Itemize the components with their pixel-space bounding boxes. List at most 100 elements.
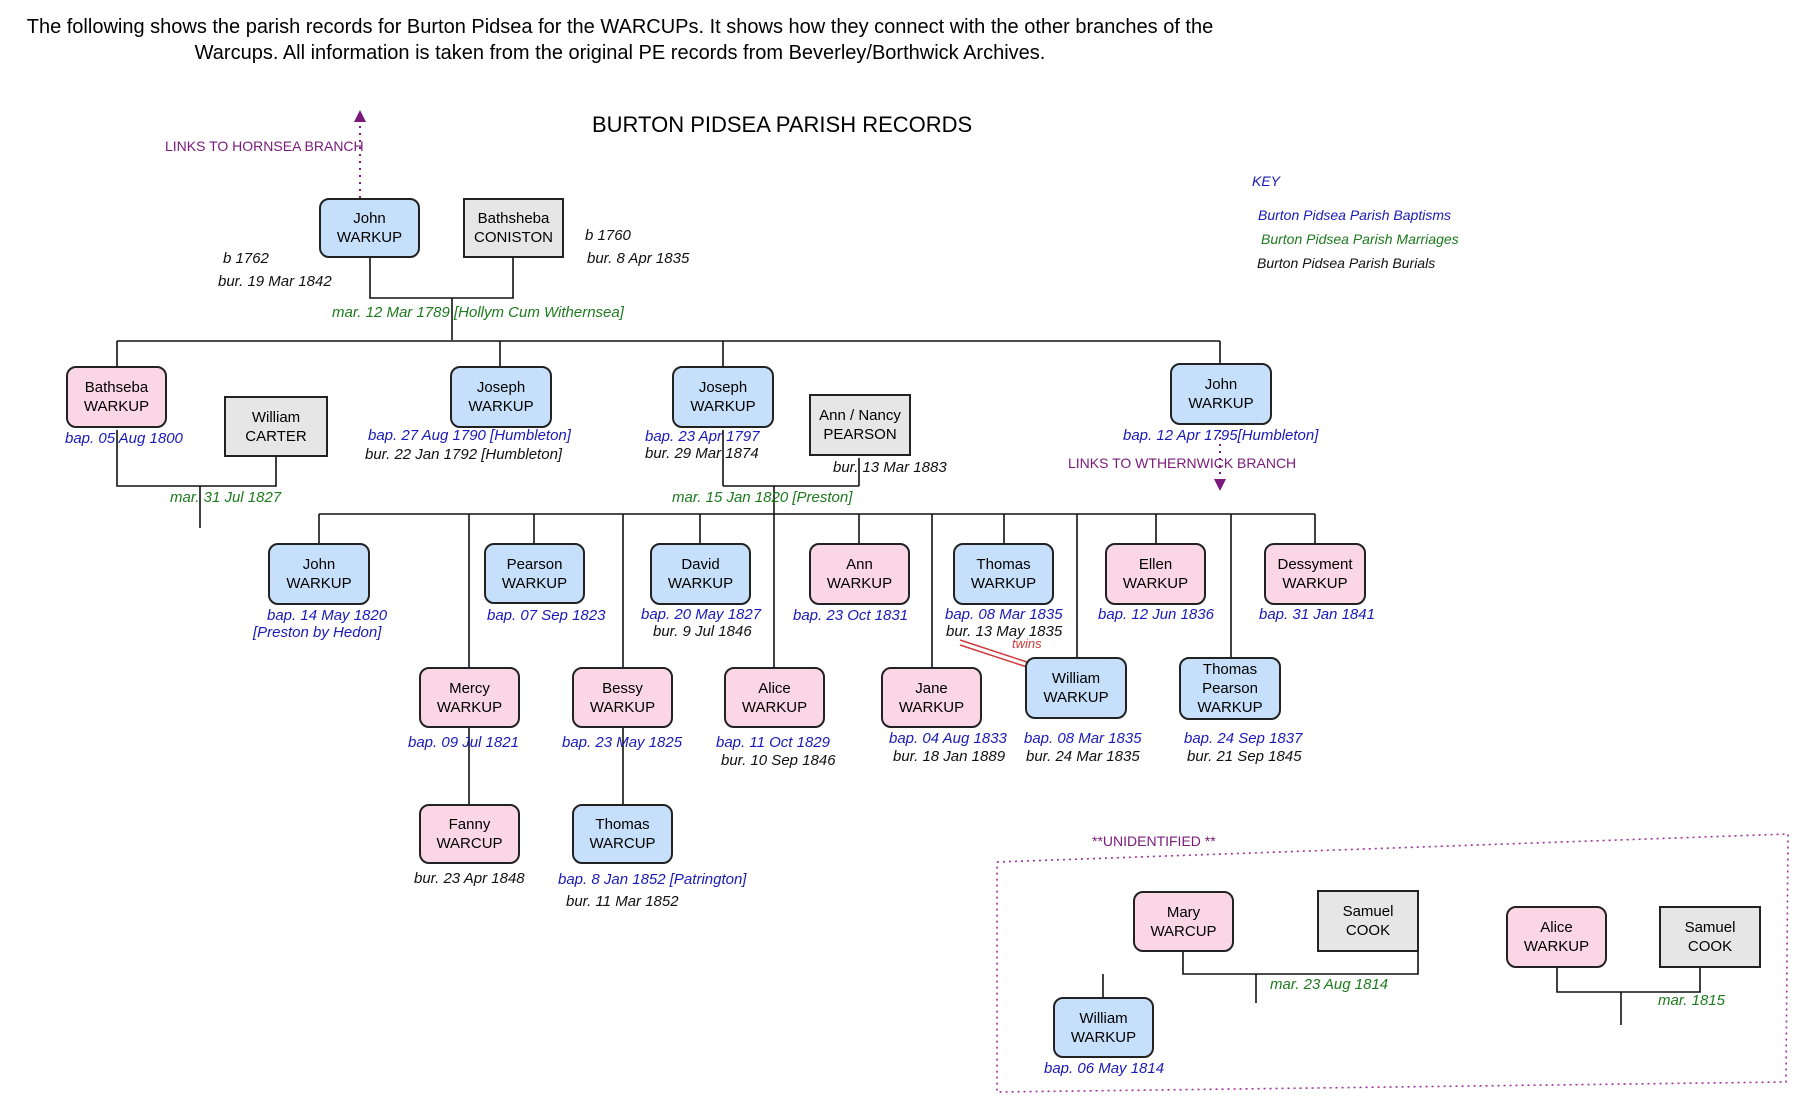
first-name: David	[681, 556, 720, 573]
surname: WARKUP	[286, 575, 352, 592]
surname: WARKUP	[1188, 395, 1254, 412]
surname: WARKUP	[970, 575, 1037, 592]
person-box-william-warkup-1835[interactable]: William WARKUP	[1025, 657, 1127, 719]
person-box-joseph-warkup-1797[interactable]: Joseph WARKUP	[672, 366, 774, 428]
marriage-note: mar. 12 Mar 1789 [Hollym Cum Withernsea]	[332, 304, 624, 321]
person-box-bathsheba-coniston[interactable]: Bathsheba CONISTON	[463, 198, 564, 258]
person-box-fanny-warcup[interactable]: Fanny WARCUP	[419, 804, 520, 864]
baptism-note: bap. 08 Mar 1835	[945, 606, 1063, 623]
person-box-samuel-cook[interactable]: Samuel COOK	[1317, 890, 1419, 952]
connector-line	[1556, 968, 1701, 993]
surname: WARKUP	[1523, 938, 1590, 955]
connector-line	[369, 258, 514, 299]
surname: WARKUP	[589, 698, 656, 716]
person-box-jane-warkup[interactable]: Jane WARKUP	[881, 667, 982, 728]
person-box-ann-nancy-pearson[interactable]: Ann / Nancy PEARSON	[809, 394, 911, 456]
surname: WARKUP	[826, 575, 893, 592]
key-baptisms: Burton Pidsea Parish Baptisms	[1258, 207, 1451, 223]
key-burials: Burton Pidsea Parish Burials	[1257, 255, 1436, 271]
person-box-alice-warkup-unidentified[interactable]: Alice WARKUP	[1506, 906, 1607, 968]
person-box-john-warkup-1820[interactable]: John WARKUP	[268, 543, 370, 605]
surname: WARKUP	[1070, 1028, 1137, 1046]
person-box-dessyment-warkup[interactable]: Dessyment WARKUP	[1264, 543, 1366, 605]
first-name: Mary	[1166, 903, 1201, 921]
first-name: Joseph	[476, 379, 526, 396]
baptism-note: bap. 24 Sep 1837	[1184, 730, 1303, 747]
person-box-ellen-warkup[interactable]: Ellen WARKUP	[1105, 543, 1206, 605]
baptism-note: bap. 05 Aug 1800	[65, 430, 183, 447]
person-box-bessy-warkup[interactable]: Bessy WARKUP	[572, 667, 673, 728]
surname: WARCUP	[589, 835, 656, 852]
person-box-john-warkup-1795[interactable]: John WARKUP	[1170, 363, 1272, 425]
first-name: Thomas	[1202, 661, 1258, 678]
burial-note: bur. 10 Sep 1846	[721, 752, 836, 769]
person-box-william-warkup-1814[interactable]: William WARKUP	[1053, 997, 1154, 1058]
surname: CONISTON	[474, 229, 553, 246]
person-box-mercy-warkup[interactable]: Mercy WARKUP	[419, 667, 520, 728]
up-arrow-icon	[354, 110, 366, 122]
burial-note: bur. 19 Mar 1842	[218, 273, 332, 290]
first-name: Bessy	[602, 679, 643, 697]
burial-note: bur. 23 Apr 1848	[414, 870, 525, 887]
first-name: John	[302, 556, 336, 573]
person-box-alice-warkup[interactable]: Alice WARKUP	[724, 667, 825, 728]
down-arrow-icon	[1214, 479, 1226, 491]
baptism-note: bap. 12 Apr 1795[Humbleton]	[1123, 427, 1319, 444]
first-name: Samuel	[1684, 919, 1736, 936]
person-box-bathseba-warkup[interactable]: Bathseba WARKUP	[66, 366, 167, 428]
baptism-note: bap. 8 Jan 1852 [Patrington]	[558, 871, 747, 888]
twins-line	[959, 639, 1031, 664]
surname: COOK	[1687, 938, 1733, 955]
surname: WARKUP	[667, 575, 734, 592]
first-name: William	[1079, 1009, 1128, 1027]
person-box-samuel-cook-2[interactable]: Samuel COOK	[1659, 906, 1761, 968]
intro-text: The following shows the parish records f…	[20, 14, 1220, 66]
person-box-pearson-warkup[interactable]: Pearson WARKUP	[484, 543, 585, 604]
marriage-note: mar. 31 Jul 1827	[170, 489, 282, 506]
baptism-note: bap. 31 Jan 1841	[1259, 606, 1375, 623]
first-name: Alice	[758, 679, 791, 697]
person-box-david-warkup[interactable]: David WARKUP	[650, 543, 751, 605]
person-box-john-warkup[interactable]: John WARKUP	[319, 198, 420, 258]
key-marriages: Burton Pidsea Parish Marriages	[1261, 231, 1459, 247]
first-name: Dessyment	[1277, 556, 1353, 573]
birth-note: b 1762	[223, 250, 269, 267]
first-name: William	[251, 408, 301, 426]
first-name: John	[1204, 376, 1238, 393]
first-name: Thomas	[976, 556, 1031, 573]
person-box-william-carter[interactable]: William CARTER	[224, 396, 328, 457]
surname: WARCUP	[436, 835, 503, 852]
person-box-thomas-warcup-1852[interactable]: Thomas WARCUP	[572, 804, 673, 864]
baptism-note: bap. 12 Jun 1836	[1098, 606, 1214, 623]
unidentified-frame	[996, 833, 1789, 1093]
baptism-note: bap. 04 Aug 1833	[889, 730, 1007, 747]
first-name: Alice	[1540, 919, 1573, 936]
burial-note: bur. 13 May 1835	[946, 623, 1063, 640]
surname: WARKUP	[83, 398, 150, 415]
middle-name: Pearson	[1202, 680, 1258, 697]
burial-note: bur. 22 Jan 1792 [Humbleton]	[365, 446, 563, 463]
connector-line	[116, 430, 277, 487]
surname: WARKUP	[898, 698, 965, 716]
surname: WARKUP	[690, 398, 756, 415]
surname: CARTER	[245, 427, 307, 445]
surname: WARKUP	[741, 698, 808, 716]
burial-note: bur. 9 Jul 1846	[653, 623, 752, 640]
hornsea-branch-link[interactable]: LINKS TO HORNSEA BRANCH	[165, 138, 364, 154]
person-box-mary-warcup[interactable]: Mary WARCUP	[1133, 891, 1234, 952]
first-name: Thomas	[595, 816, 650, 833]
burial-note: bur. 29 Mar 1874	[645, 445, 759, 462]
baptism-note: bap. 06 May 1814	[1044, 1060, 1165, 1077]
intro-line-2: Warcups. All information is taken from t…	[194, 42, 1046, 64]
person-box-thomas-pearson-warkup[interactable]: Thomas Pearson WARKUP	[1179, 657, 1281, 720]
withernwick-branch-link[interactable]: LINKS TO WTHERNWICK BRANCH	[1068, 455, 1297, 471]
surname: WARKUP	[336, 229, 403, 246]
person-box-joseph-warkup-1790[interactable]: Joseph WARKUP	[450, 366, 552, 428]
first-name: Mercy	[449, 679, 490, 697]
person-box-ann-warkup[interactable]: Ann WARKUP	[809, 543, 910, 605]
person-box-thomas-warkup-1835[interactable]: Thomas WARKUP	[953, 543, 1054, 605]
baptism-note: bap. 08 Mar 1835	[1024, 730, 1142, 747]
first-name: Joseph	[698, 379, 748, 396]
burial-note: bur. 11 Mar 1852	[566, 893, 679, 910]
